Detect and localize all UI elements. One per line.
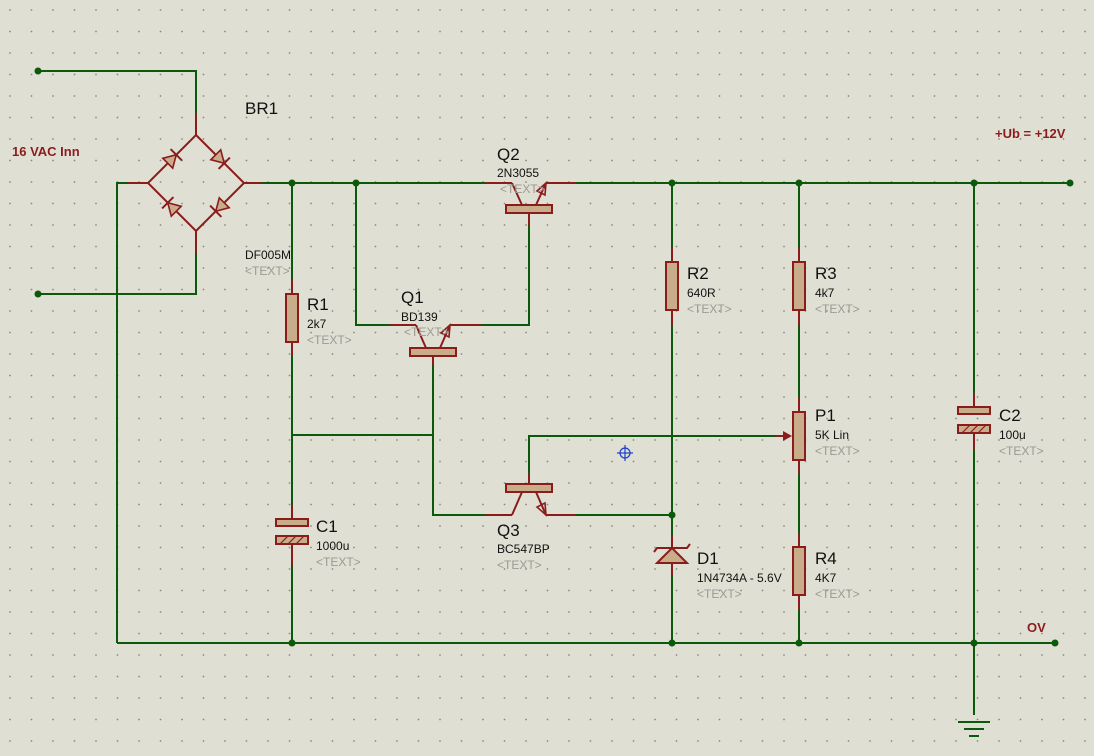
net-label-output: +Ub = +12V (995, 126, 1066, 141)
value-label: 2k7 (307, 317, 327, 331)
value-label: DF005M (245, 248, 291, 262)
junction-dot (668, 511, 676, 519)
value-label: 2N3055 (497, 166, 539, 180)
ref-label: Q3 (497, 521, 520, 540)
text-placeholder: <TEXT> (999, 444, 1044, 458)
wire-bridge-minus (116, 182, 128, 643)
wires (38, 70, 1070, 715)
value-label: 1000u (316, 539, 349, 553)
resistor-r2[interactable] (665, 248, 679, 325)
ref-label: Q1 (401, 288, 424, 307)
junction-dot (288, 179, 296, 187)
zener-diode-d1[interactable] (653, 536, 691, 575)
labels: 16 VAC Inn +Ub = +12V OV BR1 DF005M <TEX… (12, 99, 1066, 635)
wire-q3-collector (432, 366, 486, 516)
junctions (34, 67, 1074, 647)
text-placeholder: <TEXT> (815, 444, 860, 458)
input-terminal[interactable] (34, 67, 42, 75)
junction-dot (970, 639, 978, 647)
value-label: BD139 (401, 310, 438, 324)
resistor-r1[interactable] (285, 280, 299, 356)
ref-label: R4 (815, 549, 837, 568)
ref-label: R1 (307, 295, 329, 314)
text-placeholder: <TEXT> (316, 555, 361, 569)
transistor-q1[interactable] (390, 323, 482, 366)
value-label: 4K7 (815, 571, 837, 585)
junction-dot (668, 639, 676, 647)
ref-label: C2 (999, 406, 1021, 425)
text-placeholder: <TEXT> (815, 302, 860, 316)
wire-ac-bottom (38, 253, 197, 295)
text-placeholder: <TEXT> (815, 587, 860, 601)
value-label: 640R (687, 286, 716, 300)
ref-label: R3 (815, 264, 837, 283)
wire-q3-base (528, 435, 776, 473)
output-terminal[interactable] (1066, 179, 1074, 187)
transistor-q3[interactable] (486, 473, 576, 517)
crosshair-cursor-icon (617, 445, 633, 461)
text-placeholder: <TEXT> (245, 264, 290, 278)
net-label-input: 16 VAC Inn (12, 144, 80, 159)
ref-label: Q2 (497, 145, 520, 164)
wire-ac-top (38, 70, 197, 113)
junction-dot (668, 179, 676, 187)
potentiometer-p1[interactable] (776, 398, 806, 474)
text-placeholder: <TEXT> (500, 182, 545, 196)
ref-label: C1 (316, 517, 338, 536)
capacitor-c2[interactable] (957, 393, 991, 450)
resistor-r4[interactable] (792, 533, 806, 610)
text-placeholder: <TEXT> (404, 325, 449, 339)
input-terminal[interactable] (34, 290, 42, 298)
net-label-ground: OV (1027, 620, 1046, 635)
capacitor-c1[interactable] (275, 505, 309, 565)
junction-dot (288, 639, 296, 647)
value-label: 1N4734A - 5.6V (697, 571, 782, 585)
wire-q1-collector (355, 183, 390, 326)
text-placeholder: <TEXT> (697, 587, 742, 601)
junction-dot (970, 179, 978, 187)
junction-dot (352, 179, 360, 187)
value-label: BC547BP (497, 542, 550, 556)
ground-terminal[interactable] (1051, 639, 1059, 647)
value-label: 100u (999, 428, 1026, 442)
text-placeholder: <TEXT> (497, 558, 542, 572)
ground-symbol (958, 721, 990, 737)
value-label: 5K Lin (815, 428, 849, 442)
bridge-rectifier-br1[interactable] (128, 113, 262, 253)
wire-q1-emitter (482, 225, 530, 326)
ref-label: P1 (815, 406, 836, 425)
value-label: 4k7 (815, 286, 835, 300)
ref-label: BR1 (245, 99, 278, 118)
ref-label: R2 (687, 264, 709, 283)
junction-dot (795, 179, 803, 187)
transistor-q2[interactable] (485, 181, 576, 225)
junction-dot (795, 639, 803, 647)
text-placeholder: <TEXT> (687, 302, 732, 316)
text-placeholder: <TEXT> (307, 333, 352, 347)
resistor-r3[interactable] (792, 248, 806, 325)
ref-label: D1 (697, 549, 719, 568)
